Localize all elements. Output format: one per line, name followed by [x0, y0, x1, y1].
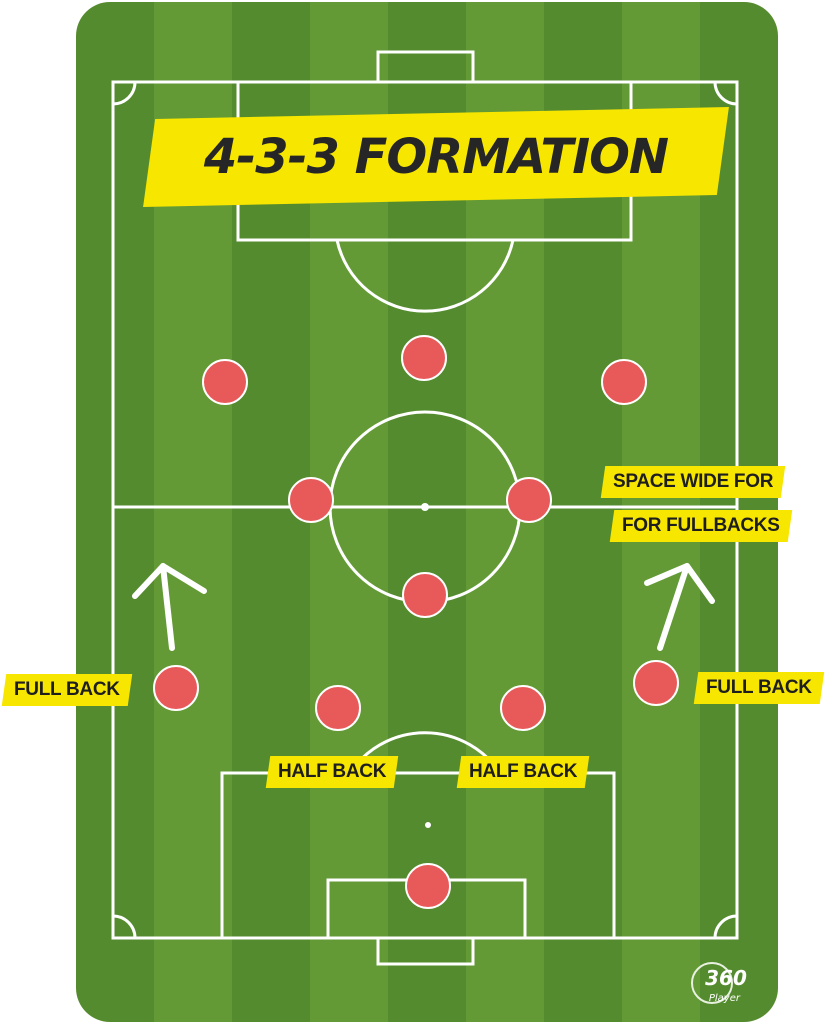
- player-right-forward: [601, 359, 647, 405]
- penalty-spot: [425, 822, 431, 828]
- player-left-forward: [202, 359, 248, 405]
- player-left-full-back: [153, 665, 199, 711]
- players-layer: [153, 335, 679, 909]
- logo-360-player: 360 Player: [691, 962, 747, 1004]
- arrow-right-full-back: [644, 563, 715, 651]
- logo-word: Player: [709, 993, 741, 1004]
- label-half-back-right: HALF BACK: [456, 756, 590, 788]
- top-penalty-arc: [335, 239, 515, 313]
- label-full-back-left: FULL BACK: [1, 674, 132, 706]
- logo-number: 360: [705, 966, 747, 990]
- pitch-spots: [421, 503, 431, 828]
- center-spot: [421, 503, 429, 511]
- page-title: 4-3-3 FORMATION: [203, 129, 669, 185]
- arrows: [132, 563, 715, 651]
- player-left-midfielder: [288, 477, 334, 523]
- player-goalkeeper: [405, 863, 451, 909]
- corner-arc-bl: [112, 914, 137, 939]
- corner-arc-tr: [713, 81, 738, 106]
- label-space-wide-line1: SPACE WIDE FOR: [600, 466, 786, 498]
- player-defensive-midfielder: [402, 572, 448, 618]
- player-right-full-back: [633, 660, 679, 706]
- label-half-back-left: HALF BACK: [265, 756, 399, 788]
- player-left-half-back: [315, 685, 361, 731]
- player-right-half-back: [500, 685, 546, 731]
- bottom-penalty-arc: [348, 731, 502, 774]
- player-center-forward: [401, 335, 447, 381]
- player-right-midfielder: [506, 477, 552, 523]
- label-full-back-right: FULL BACK: [693, 672, 824, 704]
- corner-arc-br: [713, 914, 738, 939]
- top-goal: [376, 50, 475, 84]
- label-space-wide-line2: FOR FULLBACKS: [609, 510, 792, 542]
- bottom-goal: [376, 936, 475, 966]
- corner-arc-tl: [112, 81, 137, 106]
- arrow-left-full-back: [132, 563, 207, 651]
